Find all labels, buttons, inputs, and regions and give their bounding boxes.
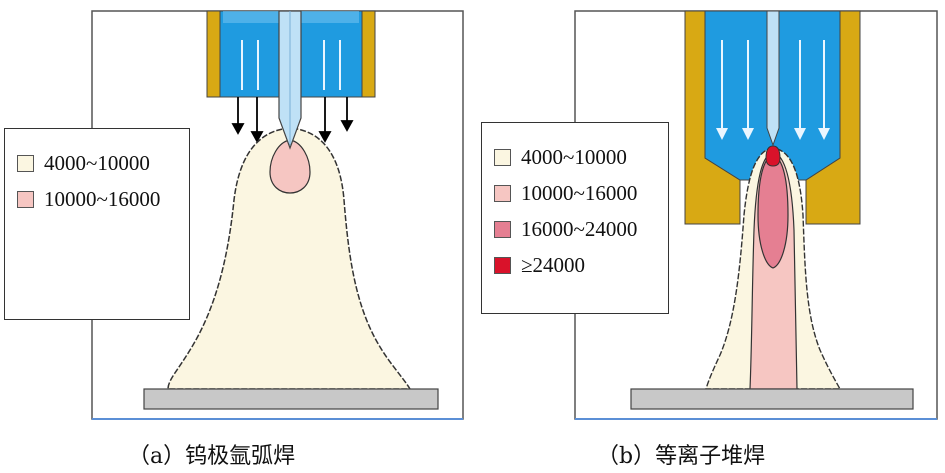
legend-swatch (494, 185, 511, 202)
caption-a: （a）钨极氩弧焊 (128, 444, 296, 469)
legend-b: 4000~10000 10000~16000 16000~24000 ≥2400… (481, 122, 669, 314)
legend-label: 4000~10000 (521, 145, 627, 169)
workpiece-a (143, 388, 439, 410)
legend-a-item: 10000~16000 (17, 187, 160, 212)
caption-b: （b）等离子堆焊 (597, 444, 766, 469)
legend-label: 10000~16000 (44, 187, 161, 211)
arc-zone-4000-10000 (167, 127, 412, 390)
legend-b-item: ≥24000 (494, 253, 585, 278)
legend-swatch (17, 191, 34, 208)
plasma-zone-above-24000 (765, 145, 781, 167)
shielding-gas-arrows (231, 97, 354, 143)
plasma-zone-16000-24000 (757, 154, 789, 269)
legend-swatch (494, 257, 511, 274)
arc-zone-10000-16000 (269, 139, 311, 194)
legend-label: 16000~24000 (521, 217, 638, 241)
legend-swatch (494, 221, 511, 238)
legend-label: 4000~10000 (44, 151, 150, 175)
legend-b-item: 16000~24000 (494, 217, 637, 242)
legend-a: 4000~10000 10000~16000 (4, 128, 190, 320)
legend-label: 10000~16000 (521, 181, 638, 205)
legend-swatch (494, 149, 511, 166)
legend-a-item: 4000~10000 (17, 151, 150, 176)
workpiece-b (630, 388, 914, 410)
legend-b-item: 4000~10000 (494, 145, 627, 170)
legend-b-item: 10000~16000 (494, 181, 637, 206)
legend-label: ≥24000 (521, 253, 586, 277)
plasma-electrode (766, 10, 780, 147)
legend-swatch (17, 155, 34, 172)
